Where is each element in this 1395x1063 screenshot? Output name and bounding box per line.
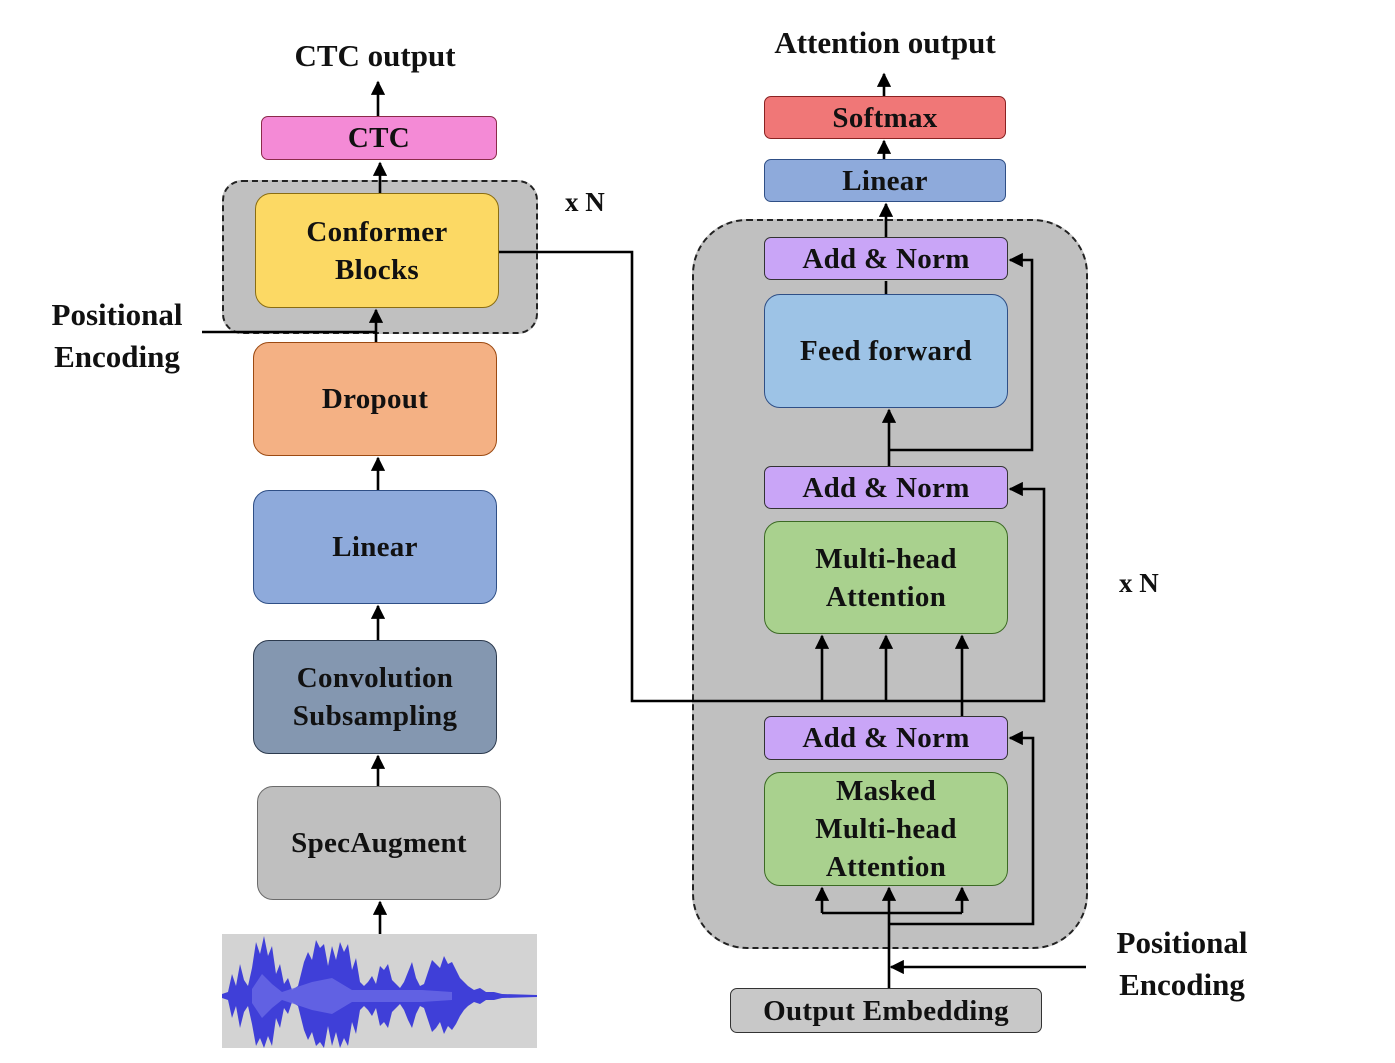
encoder-repeat-label: x N (565, 187, 605, 217)
ctc-output-label: CTC output (294, 38, 456, 73)
add-norm-bottom: Add & Norm (764, 716, 1008, 760)
feed-forward-block: Feed forward (764, 294, 1008, 408)
decoder-linear-block: Linear (764, 159, 1006, 202)
masked-multi-head-attention-block: Masked Multi-head Attention (764, 772, 1008, 886)
decoder-repeat-label: x N (1119, 568, 1159, 598)
conformer-blocks: Conformer Blocks (255, 193, 499, 308)
ctc-block: CTC (261, 116, 497, 160)
waveform-icon (222, 936, 537, 1048)
audio-waveform-image (222, 934, 537, 1048)
softmax-block: Softmax (764, 96, 1006, 139)
dropout-block: Dropout (253, 342, 497, 456)
add-norm-middle: Add & Norm (764, 466, 1008, 509)
output-embedding-block: Output Embedding (730, 988, 1042, 1033)
encoder-linear-block: Linear (253, 490, 497, 604)
attention-output-label: Attention output (774, 25, 996, 60)
add-norm-top: Add & Norm (764, 237, 1008, 280)
specaugment-block: SpecAugment (257, 786, 501, 900)
multi-head-attention-block: Multi-head Attention (764, 521, 1008, 634)
convolution-subsampling-block: Convolution Subsampling (253, 640, 497, 754)
encoder-positional-encoding-label: Positional Encoding (51, 297, 183, 374)
decoder-positional-encoding-label: Positional Encoding (1116, 925, 1248, 1002)
